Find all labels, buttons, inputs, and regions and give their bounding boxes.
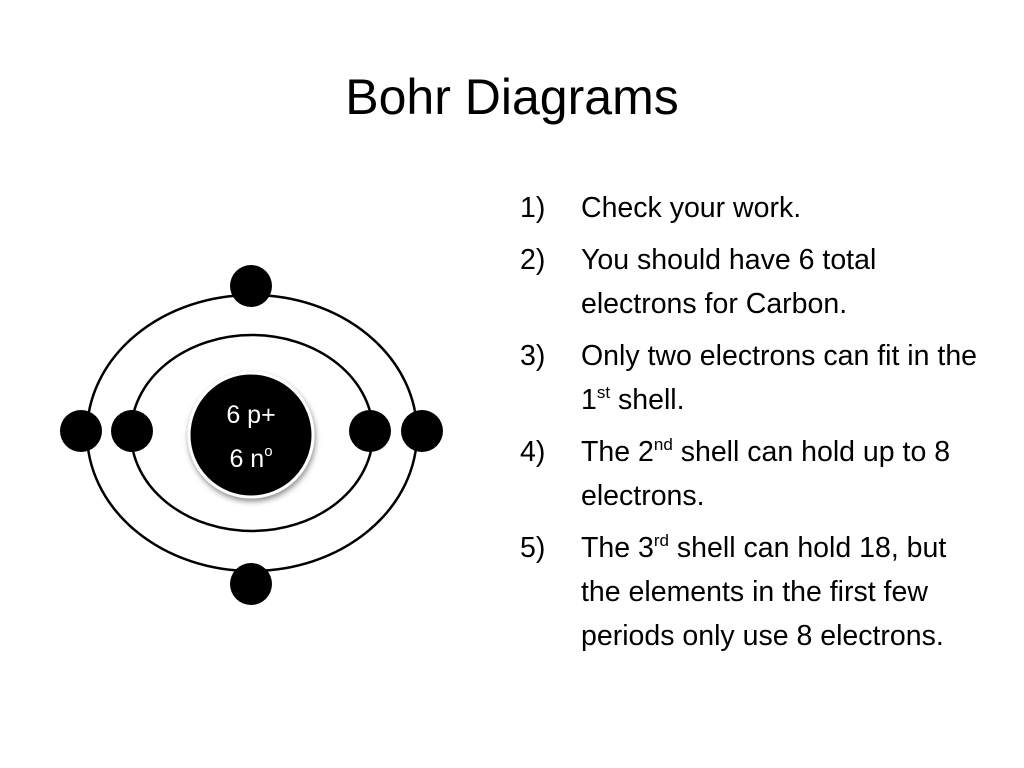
slide-title: Bohr Diagrams [345, 69, 679, 125]
step-item: 4) The 2nd shell can hold up to 8 electro… [520, 430, 990, 518]
electron-inner-right [349, 410, 391, 452]
electron-outer-right [401, 410, 443, 452]
step-number: 4) [520, 436, 546, 468]
step-text: You should have 6 total electrons for Ca… [581, 244, 877, 320]
nucleus-neutrons-base: 6 n [229, 445, 264, 473]
step-text: shell can hold 18, but the elements in t… [581, 532, 947, 652]
electron-outer-top [230, 265, 272, 307]
step-superscript: nd [653, 434, 673, 454]
nucleus [187, 371, 315, 499]
nucleus-protons: 6 p+ [226, 401, 275, 429]
step-text: shell can hold up to 8 electrons. [581, 436, 951, 512]
step-number: 1) [520, 192, 546, 224]
step-item: 5) The 3rd shell can hold 18, but the ele… [520, 526, 990, 658]
steps-list: 1) Check your work. 2) You should have 6 to… [520, 186, 990, 666]
step-superscript: rd [653, 530, 670, 550]
step-text: shell. [610, 384, 685, 416]
electron-outer-left [60, 410, 102, 452]
step-text: The 2 [581, 436, 654, 468]
electron-inner-left [111, 410, 153, 452]
nucleus-neutrons: 6 no [229, 443, 272, 473]
step-number: 3) [520, 340, 546, 372]
step-item: 2) You should have 6 total electrons for … [520, 238, 990, 326]
step-text: Check your work. [581, 192, 802, 224]
nucleus-neutrons-sup: o [264, 443, 272, 460]
step-item: 1) Check your work. [520, 186, 990, 230]
bohr-diagram: 6 p+ 6 no [60, 265, 443, 605]
electron-outer-bottom [230, 563, 272, 605]
step-text: The 3 [581, 532, 654, 564]
step-superscript: st [596, 382, 611, 402]
step-text: Only two electrons can fit in the 1 [581, 340, 978, 416]
step-item: 3)Only two electrons can fit in the 1st … [520, 334, 990, 422]
step-number: 2) [520, 244, 546, 276]
step-number: 5) [520, 532, 546, 564]
